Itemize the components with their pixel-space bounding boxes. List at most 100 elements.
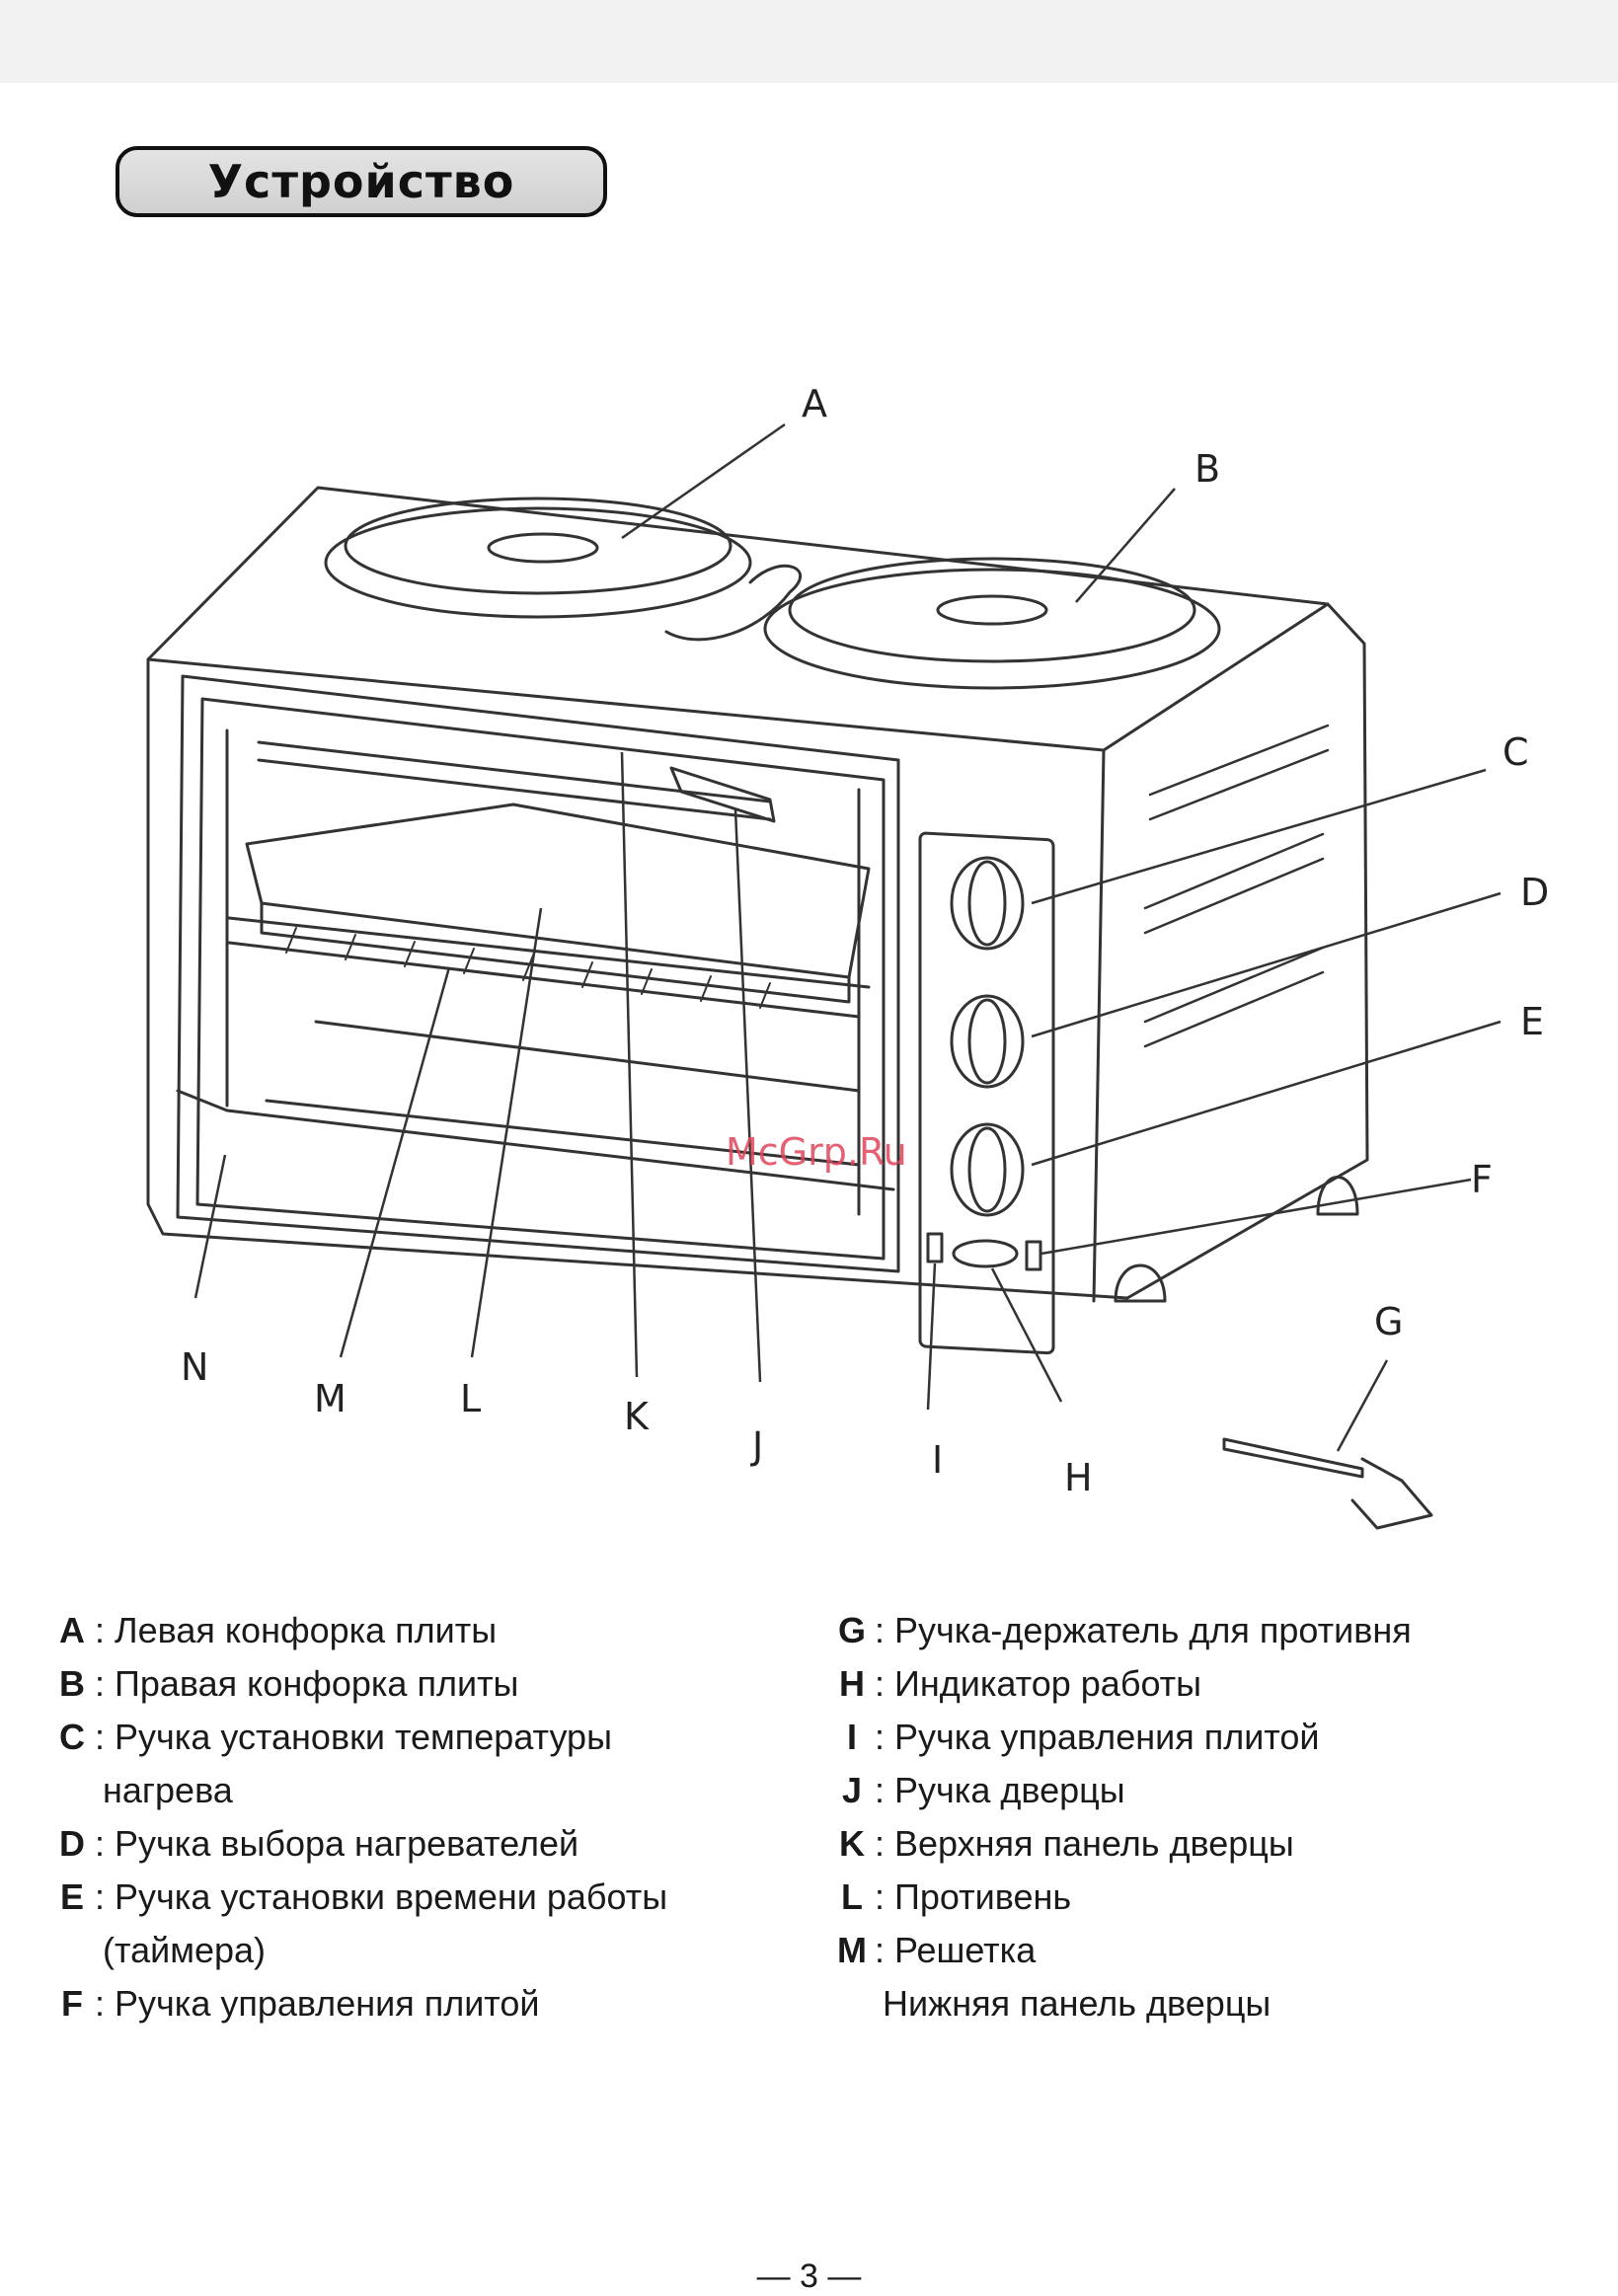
legend-separator: : bbox=[875, 1930, 886, 1970]
leader-d bbox=[1031, 891, 1502, 1038]
leader-i bbox=[926, 1263, 937, 1411]
side-vents bbox=[1143, 724, 1330, 1048]
legend-separator: : bbox=[95, 1610, 106, 1650]
oven-foot-front bbox=[1114, 1263, 1167, 1303]
legend-item: D:Ручка выбора нагревателей bbox=[55, 1817, 806, 1871]
legend-text-continued: Нижняя панель дверцы bbox=[883, 1983, 1271, 2024]
legend-text: Индикатор работы bbox=[894, 1663, 1202, 1704]
oven-side-edge bbox=[1092, 748, 1106, 1303]
legend-item: I:Ручка управления плитой bbox=[835, 1711, 1585, 1764]
legend-separator: : bbox=[875, 1770, 886, 1810]
label-d: D bbox=[1520, 871, 1549, 914]
legend-item: M:Решетка bbox=[835, 1924, 1585, 1977]
oven-diagram: A B C D E F G H I J K L M N McGrp.Ru bbox=[146, 382, 1549, 1530]
door-frame bbox=[176, 674, 900, 1273]
label-a: A bbox=[802, 382, 827, 425]
legend-text: Правая конфорка плиты bbox=[115, 1663, 519, 1704]
tray-holder-tool bbox=[1222, 1437, 1433, 1530]
label-n: N bbox=[181, 1345, 208, 1389]
heater-selector-knob bbox=[950, 994, 1025, 1089]
leader-a bbox=[621, 422, 786, 540]
top-band bbox=[0, 0, 1618, 83]
door-top-panel bbox=[257, 740, 772, 804]
section-title-badge: Устройство bbox=[116, 146, 607, 217]
legend-key: H bbox=[839, 1663, 865, 1704]
legend-key: F bbox=[61, 1983, 83, 2024]
label-g: G bbox=[1374, 1300, 1403, 1343]
legend-key: B bbox=[59, 1663, 85, 1704]
legend-text-continued: нагрева bbox=[103, 1770, 233, 1810]
legend-key: K bbox=[839, 1823, 865, 1864]
legend-separator: : bbox=[95, 1983, 106, 2024]
hotplate-switch-right bbox=[1025, 1240, 1042, 1271]
legend-text: Ручка управления плитой bbox=[894, 1717, 1320, 1757]
label-l: L bbox=[460, 1377, 481, 1420]
control-panel bbox=[918, 831, 1055, 1355]
page-number: — 3 — bbox=[756, 2258, 862, 2295]
leader-e bbox=[1031, 1020, 1502, 1167]
legend-item: E:Ручка установки времени работы bbox=[55, 1871, 806, 1924]
legend-key: I bbox=[846, 1717, 857, 1757]
leader-c bbox=[1031, 768, 1487, 905]
oven-top-edge bbox=[146, 602, 1330, 752]
legend-text: Противень bbox=[894, 1876, 1072, 1917]
legend-key: E bbox=[59, 1876, 84, 1917]
label-b: B bbox=[1194, 447, 1220, 491]
legend-separator: : bbox=[95, 1717, 106, 1757]
leader-k bbox=[620, 751, 639, 1378]
legend-separator: : bbox=[95, 1823, 106, 1864]
legend-separator: : bbox=[875, 1717, 886, 1757]
legend-key: A bbox=[59, 1610, 85, 1650]
leader-b bbox=[1075, 488, 1176, 603]
legend-item: B:Правая конфорка плиты bbox=[55, 1657, 806, 1711]
label-k: K bbox=[624, 1395, 650, 1438]
label-f: F bbox=[1471, 1158, 1493, 1201]
leader-n bbox=[193, 1154, 227, 1299]
legend-key: M bbox=[837, 1930, 867, 1970]
label-e: E bbox=[1520, 1000, 1544, 1043]
legend-separator: : bbox=[875, 1610, 886, 1650]
legend-text: Ручка управления плитой bbox=[115, 1983, 540, 2024]
legend-separator: : bbox=[95, 1876, 106, 1917]
legend-text: Решетка bbox=[894, 1930, 1037, 1970]
legend-text: Верхняя панель дверцы bbox=[894, 1823, 1294, 1864]
label-h: H bbox=[1064, 1456, 1093, 1499]
legend-separator: : bbox=[875, 1876, 886, 1917]
power-indicator bbox=[952, 1239, 1019, 1268]
label-m: M bbox=[314, 1377, 347, 1420]
legend-text: Левая конфорка плиты bbox=[115, 1610, 498, 1650]
hotplate-switch-left bbox=[926, 1232, 944, 1263]
legend-item: G:Ручка-держатель для противня bbox=[835, 1604, 1585, 1657]
oven-foot-back bbox=[1316, 1176, 1359, 1216]
legend-text: Ручка выбора нагревателей bbox=[115, 1823, 579, 1864]
legend-key: C bbox=[59, 1717, 85, 1757]
legend-item: J:Ручка дверцы bbox=[835, 1764, 1585, 1817]
leader-h bbox=[990, 1267, 1063, 1403]
leader-m bbox=[339, 966, 451, 1358]
left-hotplate bbox=[324, 497, 752, 619]
leader-g bbox=[1336, 1359, 1389, 1452]
timer-knob bbox=[950, 1122, 1025, 1217]
legend-item: A:Левая конфорка плиты bbox=[55, 1604, 806, 1657]
legend-key: L bbox=[841, 1876, 863, 1917]
leader-j bbox=[733, 808, 762, 1383]
legend-text-continued: (таймера) bbox=[103, 1930, 267, 1970]
wire-rack bbox=[227, 916, 871, 989]
leader-f bbox=[1040, 1178, 1472, 1256]
legend-item: C:Ручка установки температуры bbox=[55, 1711, 806, 1764]
leader-l bbox=[470, 907, 543, 1358]
oven-body-outline bbox=[146, 486, 1369, 1300]
watermark: McGrp.Ru bbox=[726, 1130, 907, 1174]
temperature-knob bbox=[950, 856, 1025, 951]
right-hotplate bbox=[763, 557, 1221, 690]
label-c: C bbox=[1502, 730, 1529, 774]
legend-separator: : bbox=[95, 1663, 106, 1704]
legend-text: Ручка дверцы bbox=[894, 1770, 1125, 1810]
legend-key: J bbox=[841, 1770, 863, 1810]
label-i: I bbox=[932, 1438, 943, 1482]
legend-item: L:Противень bbox=[835, 1871, 1585, 1924]
baking-tray bbox=[245, 803, 871, 979]
legend-text: Ручка-держатель для противня bbox=[894, 1610, 1412, 1650]
